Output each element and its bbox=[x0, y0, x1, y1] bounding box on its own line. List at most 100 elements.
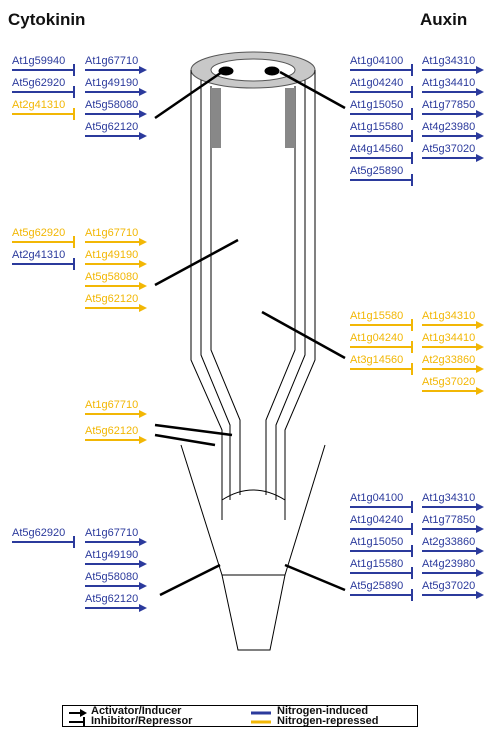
root-cap bbox=[181, 445, 325, 650]
gene-label: At2g33860 bbox=[422, 354, 475, 366]
gene-entry: At1g04240 bbox=[350, 332, 412, 353]
gene-label: At1g77850 bbox=[422, 99, 475, 111]
gene-label: At1g04100 bbox=[350, 492, 403, 504]
gene-label: At1g15050 bbox=[350, 99, 403, 111]
gene-entry: At3g14560 bbox=[350, 354, 412, 375]
gene-label: At1g49190 bbox=[85, 549, 138, 561]
gene-entry: At5g25890 bbox=[350, 580, 412, 601]
gene-entry: At1g34310 bbox=[422, 492, 484, 511]
gene-entry: At5g37020 bbox=[422, 580, 484, 599]
activator-arrowhead-icon bbox=[476, 110, 484, 118]
gene-label: At4g23980 bbox=[422, 558, 475, 570]
gene-label: At1g49190 bbox=[85, 249, 138, 261]
activator-arrowhead-icon bbox=[139, 410, 147, 418]
gene-label: At1g67710 bbox=[85, 227, 138, 239]
gene-entry: At1g15580 bbox=[350, 558, 412, 579]
gene-label: At1g34310 bbox=[422, 492, 475, 504]
gene-label: At5g62120 bbox=[85, 121, 138, 133]
gene-label: At1g04240 bbox=[350, 77, 403, 89]
gene-label: At1g15580 bbox=[350, 121, 403, 133]
gene-entry: At1g15050 bbox=[350, 99, 412, 120]
gene-entry: At5g62120 bbox=[85, 425, 147, 444]
activator-arrowhead-icon bbox=[139, 238, 147, 246]
gene-label: At1g34310 bbox=[422, 55, 475, 67]
gene-label: At1g34310 bbox=[422, 310, 475, 322]
gene-label: At2g41310 bbox=[12, 99, 65, 111]
gene-entry: At5g62920 bbox=[12, 527, 74, 548]
gene-label: At5g58080 bbox=[85, 271, 138, 283]
gene-label: At5g62920 bbox=[12, 527, 65, 539]
gene-entry: At4g23980 bbox=[422, 558, 484, 577]
root-illustration bbox=[181, 52, 325, 650]
gene-entry: At1g04100 bbox=[350, 55, 412, 76]
gene-label: At5g62120 bbox=[85, 425, 138, 437]
activator-arrow-icon bbox=[69, 709, 87, 717]
gene-label: At1g04240 bbox=[350, 514, 403, 526]
activator-arrowhead-icon bbox=[476, 365, 484, 373]
gene-entry: At1g34310 bbox=[422, 55, 484, 74]
activator-arrowhead-icon bbox=[139, 282, 147, 290]
gene-entry: At1g04100 bbox=[350, 492, 412, 513]
gene-entry: At1g67710 bbox=[85, 55, 147, 74]
gene-entry: At2g41310 bbox=[12, 249, 74, 270]
gene-label: At1g15580 bbox=[350, 558, 403, 570]
gene-entry: At5g37020 bbox=[422, 376, 484, 395]
gene-entry: At4g14560 bbox=[350, 143, 412, 164]
activator-arrowhead-icon bbox=[139, 604, 147, 612]
activator-arrowhead-icon bbox=[476, 525, 484, 533]
gene-label: At1g34410 bbox=[422, 77, 475, 89]
gene-label: At5g37020 bbox=[422, 376, 475, 388]
gene-entry: At2g33860 bbox=[422, 536, 484, 555]
activator-arrowhead-icon bbox=[476, 547, 484, 555]
gene-label: At5g25890 bbox=[350, 165, 403, 177]
gene-label: At4g23980 bbox=[422, 121, 475, 133]
gene-entry: At1g15050 bbox=[350, 536, 412, 557]
gene-entry: At5g58080 bbox=[85, 571, 147, 590]
gene-entry: At5g37020 bbox=[422, 143, 484, 162]
gene-label: At5g58080 bbox=[85, 99, 138, 111]
gene-label: At5g37020 bbox=[422, 580, 475, 592]
activator-arrowhead-icon bbox=[476, 569, 484, 577]
gene-entry: At1g77850 bbox=[422, 514, 484, 533]
gene-entry: At1g67710 bbox=[85, 227, 147, 246]
gene-label: At1g04100 bbox=[350, 55, 403, 67]
connector-line bbox=[262, 312, 345, 358]
gene-entry: At5g58080 bbox=[85, 271, 147, 290]
gene-label: At1g34410 bbox=[422, 332, 475, 344]
gene-entry: At5g62120 bbox=[85, 121, 147, 140]
gene-label: At1g77850 bbox=[422, 514, 475, 526]
shaded-band-left bbox=[211, 88, 221, 148]
activator-arrowhead-icon bbox=[139, 132, 147, 140]
gene-label: At1g04240 bbox=[350, 332, 403, 344]
gene-entry: At1g34410 bbox=[422, 77, 484, 96]
activator-arrowhead-icon bbox=[139, 560, 147, 568]
inhibitor-bar-icon bbox=[69, 717, 87, 727]
gene-label: At5g62120 bbox=[85, 293, 138, 305]
activator-arrowhead-icon bbox=[476, 66, 484, 74]
gene-entry: At5g25890 bbox=[350, 165, 412, 186]
gene-label: At5g62920 bbox=[12, 227, 65, 239]
root-outer-wall bbox=[191, 70, 315, 520]
gene-entry: At2g41310 bbox=[12, 99, 74, 120]
gene-entry: At1g67710 bbox=[85, 399, 147, 418]
gene-label: At5g37020 bbox=[422, 143, 475, 155]
legend-repressed-label: Nitrogen-repressed bbox=[277, 715, 378, 727]
activator-arrowhead-icon bbox=[476, 321, 484, 329]
repressed-swatch bbox=[251, 720, 271, 724]
gene-entry: At1g59940 bbox=[12, 55, 74, 76]
activator-arrowhead-icon bbox=[476, 132, 484, 140]
gene-label: At2g33860 bbox=[422, 536, 475, 548]
activator-arrowhead-icon bbox=[139, 436, 147, 444]
activator-arrowhead-icon bbox=[476, 591, 484, 599]
activator-arrowhead-icon bbox=[476, 503, 484, 511]
connector-line bbox=[155, 435, 215, 445]
gene-entry: At1g77850 bbox=[422, 99, 484, 118]
gene-label: At1g49190 bbox=[85, 77, 138, 89]
connector-line bbox=[285, 565, 345, 590]
legend-inhibitor-label: Inhibitor/Repressor bbox=[91, 715, 192, 727]
gene-entry: At1g34410 bbox=[422, 332, 484, 351]
activator-arrowhead-icon bbox=[139, 110, 147, 118]
gene-label: At5g58080 bbox=[85, 571, 138, 583]
gene-entry: At1g49190 bbox=[85, 249, 147, 268]
gene-entry: At5g62120 bbox=[85, 593, 147, 612]
